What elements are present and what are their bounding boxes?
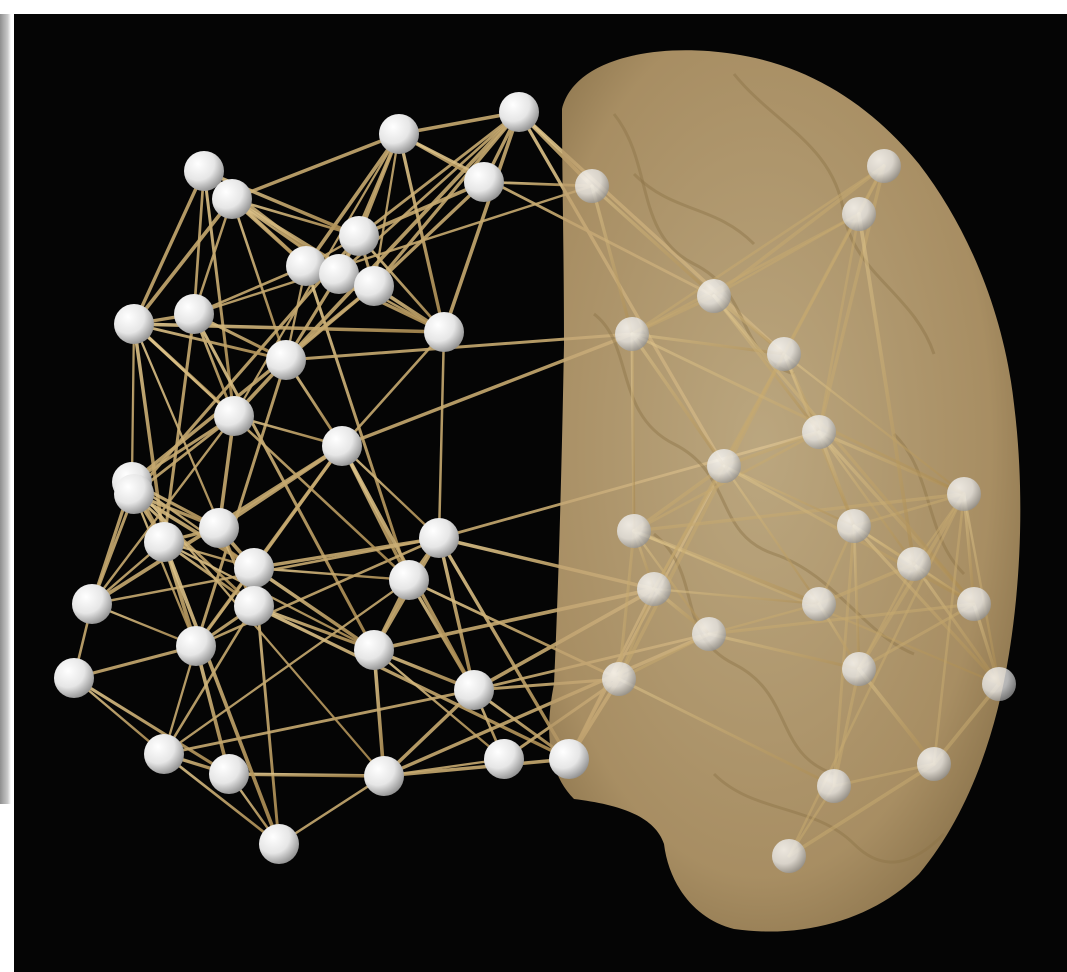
network-node <box>259 824 299 864</box>
network-node <box>615 317 649 351</box>
network-node <box>234 548 274 588</box>
network-node <box>842 197 876 231</box>
network-node <box>72 584 112 624</box>
network-node <box>209 754 249 794</box>
left-edge-shadow <box>0 14 11 804</box>
network-node <box>867 149 901 183</box>
network-edge <box>632 334 634 531</box>
network-node <box>602 662 636 696</box>
network-node <box>917 747 951 781</box>
network-node <box>772 839 806 873</box>
network-node <box>837 509 871 543</box>
network-node <box>199 508 239 548</box>
network-node <box>464 162 504 202</box>
network-node <box>319 254 359 294</box>
network-node <box>144 734 184 774</box>
network-node <box>114 474 154 514</box>
network-node <box>364 756 404 796</box>
network-node <box>454 670 494 710</box>
network-node <box>266 340 306 380</box>
network-node <box>897 547 931 581</box>
network-node <box>817 769 851 803</box>
network-node <box>692 617 726 651</box>
network-node <box>354 630 394 670</box>
network-node <box>957 587 991 621</box>
network-node <box>499 92 539 132</box>
network-node <box>379 114 419 154</box>
network-node <box>234 586 274 626</box>
network-node <box>354 266 394 306</box>
brain-network-illustration <box>14 14 1067 972</box>
network-node <box>947 477 981 511</box>
network-node <box>637 572 671 606</box>
network-node <box>114 304 154 344</box>
network-node <box>842 652 876 686</box>
network-node <box>339 216 379 256</box>
network-node <box>54 658 94 698</box>
network-node <box>174 294 214 334</box>
network-node <box>697 279 731 313</box>
network-node <box>802 587 836 621</box>
network-node <box>707 449 741 483</box>
network-node <box>419 518 459 558</box>
network-node <box>322 426 362 466</box>
network-node <box>484 739 524 779</box>
network-node <box>176 626 216 666</box>
network-node <box>214 396 254 436</box>
network-node <box>617 514 651 548</box>
network-node <box>767 337 801 371</box>
network-node <box>424 312 464 352</box>
network-node <box>389 560 429 600</box>
network-node <box>144 522 184 562</box>
network-node <box>982 667 1016 701</box>
network-node <box>212 179 252 219</box>
network-node <box>549 739 589 779</box>
network-node <box>575 169 609 203</box>
network-node <box>802 415 836 449</box>
